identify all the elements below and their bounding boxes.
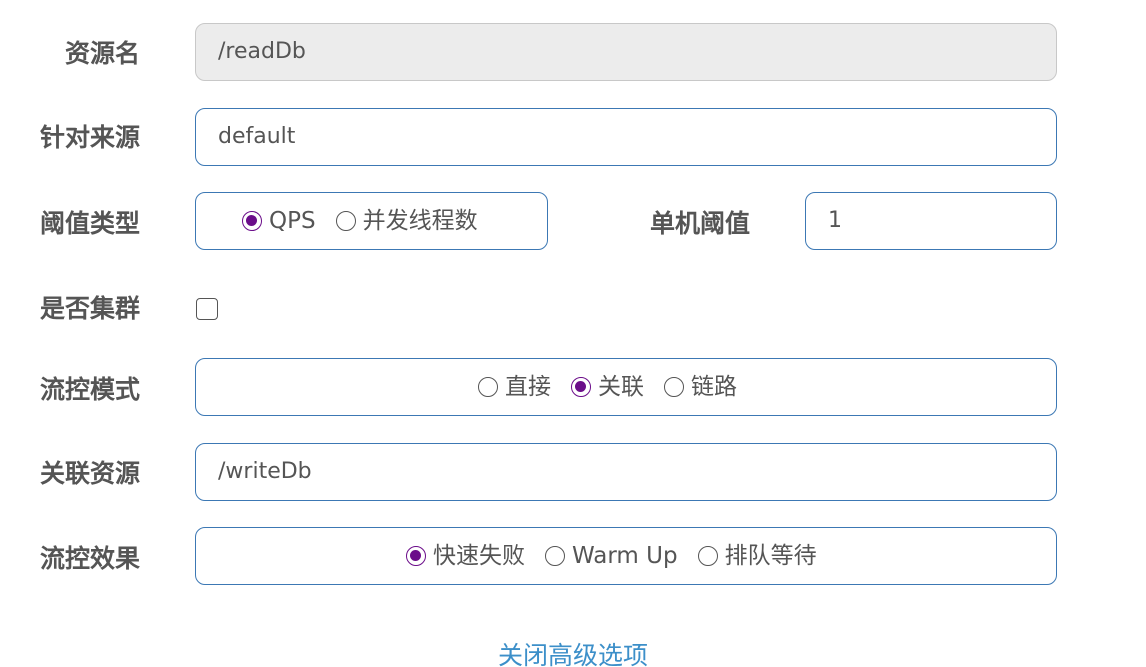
single-threshold-input[interactable]: 1 [805, 192, 1057, 250]
radio-unchecked-icon[interactable] [545, 546, 565, 566]
limit-app-label: 针对来源 [39, 123, 140, 152]
strategy-direct[interactable]: 直接 [478, 373, 551, 400]
ref-resource-label: 关联资源 [39, 459, 140, 488]
limit-app-value: default [218, 124, 296, 149]
threshold-type-qps[interactable]: QPS [242, 207, 316, 234]
resource-name-label: 资源名 [64, 39, 140, 68]
ref-resource-input[interactable]: /writeDb [195, 443, 1057, 501]
radio-unchecked-icon[interactable] [697, 546, 718, 566]
ref-resource-value: /writeDb [218, 459, 312, 484]
behavior-warm-up-label: Warm Up [572, 542, 678, 569]
resource-name-value: /readDb [218, 39, 306, 64]
cluster-mode-label: 是否集群 [39, 294, 140, 323]
threshold-type-thread[interactable]: 并发线程数 [335, 207, 478, 234]
radio-checked-icon[interactable] [406, 546, 426, 566]
limit-app-input[interactable]: default [195, 108, 1057, 166]
radio-unchecked-icon[interactable] [664, 377, 684, 397]
behavior-queue[interactable]: 排队等待 [697, 542, 817, 569]
strategy-chain-label: 链路 [691, 373, 737, 400]
threshold-type-label: 阈值类型 [39, 209, 140, 238]
threshold-type-group: QPS 并发线程数 [195, 192, 548, 250]
strategy-relate-label: 关联 [598, 373, 644, 400]
radio-unchecked-icon[interactable] [478, 377, 498, 397]
toggle-advanced-link[interactable]: 关闭高级选项 [497, 641, 648, 667]
strategy-relate[interactable]: 关联 [571, 373, 644, 400]
threshold-type-qps-label: QPS [269, 207, 316, 234]
cluster-mode-checkbox[interactable] [196, 298, 218, 320]
strategy-direct-label: 直接 [505, 373, 551, 400]
behavior-warm-up[interactable]: Warm Up [545, 542, 678, 569]
strategy-label: 流控模式 [39, 375, 140, 404]
resource-name-input[interactable]: /readDb [195, 23, 1057, 81]
behavior-fast-fail[interactable]: 快速失败 [406, 542, 525, 569]
strategy-group: 直接 关联 链路 [195, 358, 1057, 416]
radio-checked-icon[interactable] [242, 211, 262, 231]
strategy-chain[interactable]: 链路 [664, 373, 737, 400]
behavior-queue-label: 排队等待 [724, 542, 817, 569]
radio-unchecked-icon[interactable] [335, 211, 356, 231]
radio-checked-icon[interactable] [571, 377, 591, 397]
single-threshold-label: 单机阈值 [649, 209, 750, 238]
single-threshold-value: 1 [828, 208, 842, 233]
behavior-fast-fail-label: 快速失败 [433, 542, 525, 569]
threshold-type-thread-label: 并发线程数 [362, 207, 478, 234]
control-behavior-group: 快速失败 Warm Up 排队等待 [195, 527, 1057, 585]
control-behavior-label: 流控效果 [39, 544, 140, 573]
